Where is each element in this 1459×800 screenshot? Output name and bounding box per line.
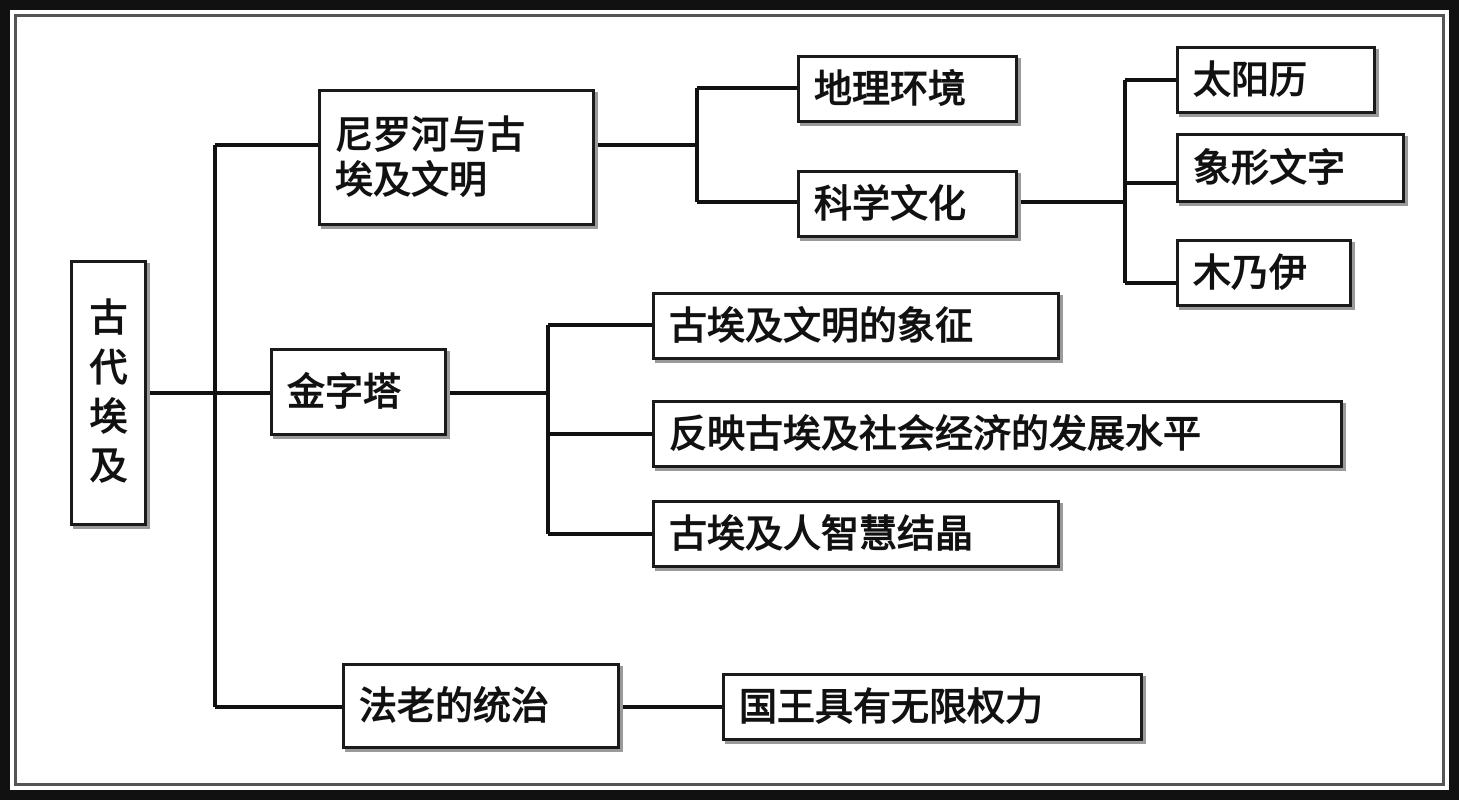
root-char-1: 古 bbox=[89, 296, 128, 341]
node-pharaoh-rule-label: 法老的统治 bbox=[359, 683, 550, 728]
node-science-culture: 科学文化 bbox=[797, 170, 1018, 238]
node-pyramid-label: 金字塔 bbox=[287, 369, 402, 414]
node-science-culture-label: 科学文化 bbox=[814, 181, 967, 226]
node-pyramid-wisdom-label: 古埃及人智慧结晶 bbox=[669, 511, 974, 556]
node-pyramid-economy-label: 反映古埃及社会经济的发展水平 bbox=[669, 411, 1202, 456]
node-mummy: 木乃伊 bbox=[1176, 239, 1352, 307]
root-char-4: 及 bbox=[89, 444, 128, 489]
root-char-2: 代 bbox=[89, 345, 128, 390]
diagram-inner-frame bbox=[14, 14, 1445, 786]
node-mummy-label: 木乃伊 bbox=[1193, 250, 1308, 295]
node-pyramid-wisdom: 古埃及人智慧结晶 bbox=[652, 500, 1060, 568]
node-hieroglyphs-label: 象形文字 bbox=[1193, 145, 1346, 190]
node-king-power-label: 国王具有无限权力 bbox=[739, 684, 1044, 729]
node-pyramid-symbol-label: 古埃及文明的象征 bbox=[669, 303, 974, 348]
node-hieroglyphs: 象形文字 bbox=[1176, 133, 1405, 203]
node-geography-label: 地理环境 bbox=[814, 66, 967, 111]
node-solar-calendar-label: 太阳历 bbox=[1193, 57, 1308, 102]
node-pyramid: 金字塔 bbox=[270, 348, 447, 436]
node-nile-line2: 埃及文明 bbox=[335, 157, 488, 202]
node-pyramid-symbol: 古埃及文明的象征 bbox=[652, 292, 1060, 360]
node-pyramid-economy: 反映古埃及社会经济的发展水平 bbox=[652, 400, 1343, 468]
node-nile-line1: 尼罗河与古 bbox=[335, 112, 526, 157]
node-king-power: 国王具有无限权力 bbox=[722, 673, 1143, 741]
node-nile-civilization: 尼罗河与古 埃及文明 bbox=[318, 89, 595, 226]
node-geography: 地理环境 bbox=[797, 55, 1018, 123]
node-solar-calendar: 太阳历 bbox=[1176, 46, 1376, 114]
node-pharaoh-rule: 法老的统治 bbox=[342, 663, 620, 749]
root-char-3: 埃 bbox=[89, 395, 128, 439]
root-node: 古 代 埃 及 bbox=[70, 260, 147, 526]
